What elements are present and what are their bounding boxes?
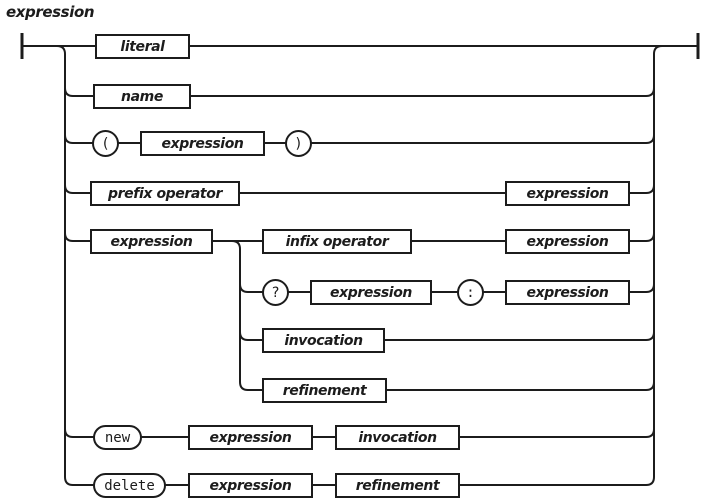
- node-expression-after-new: expression: [188, 425, 313, 450]
- node-expression-ternary-then: expression: [310, 280, 432, 305]
- node-literal: literal: [95, 34, 190, 59]
- terminal-open-paren: (: [92, 130, 119, 157]
- merge-curves: [645, 87, 655, 438]
- terminal-close-paren: ): [285, 130, 312, 157]
- node-name: name: [93, 84, 191, 109]
- node-invocation-after-new: invocation: [335, 425, 460, 450]
- node-expression-right-operand: expression: [505, 229, 630, 254]
- left-branch-curves: [64, 87, 74, 438]
- node-expression-parenthesized: expression: [140, 131, 265, 156]
- rule-title: expression: [6, 3, 95, 21]
- node-refinement: refinement: [262, 378, 387, 403]
- sub-branch-curves: [239, 283, 249, 341]
- right-rail: [645, 45, 663, 486]
- node-expression-ternary-else: expression: [505, 280, 630, 305]
- terminal-question-mark: ?: [262, 279, 289, 306]
- sub-rail: [231, 240, 249, 391]
- node-expression-left-operand: expression: [90, 229, 213, 254]
- left-rail: [56, 45, 74, 486]
- terminal-new-keyword: new: [93, 425, 142, 450]
- node-expression-after-prefix: expression: [505, 181, 630, 206]
- terminal-delete-keyword: delete: [93, 473, 166, 498]
- node-expression-after-delete: expression: [188, 473, 313, 498]
- node-refinement-after-delete: refinement: [335, 473, 460, 498]
- node-invocation: invocation: [262, 328, 385, 353]
- node-infix-operator: infix operator: [262, 229, 412, 254]
- terminal-colon: :: [457, 279, 484, 306]
- node-prefix-operator: prefix operator: [90, 181, 240, 206]
